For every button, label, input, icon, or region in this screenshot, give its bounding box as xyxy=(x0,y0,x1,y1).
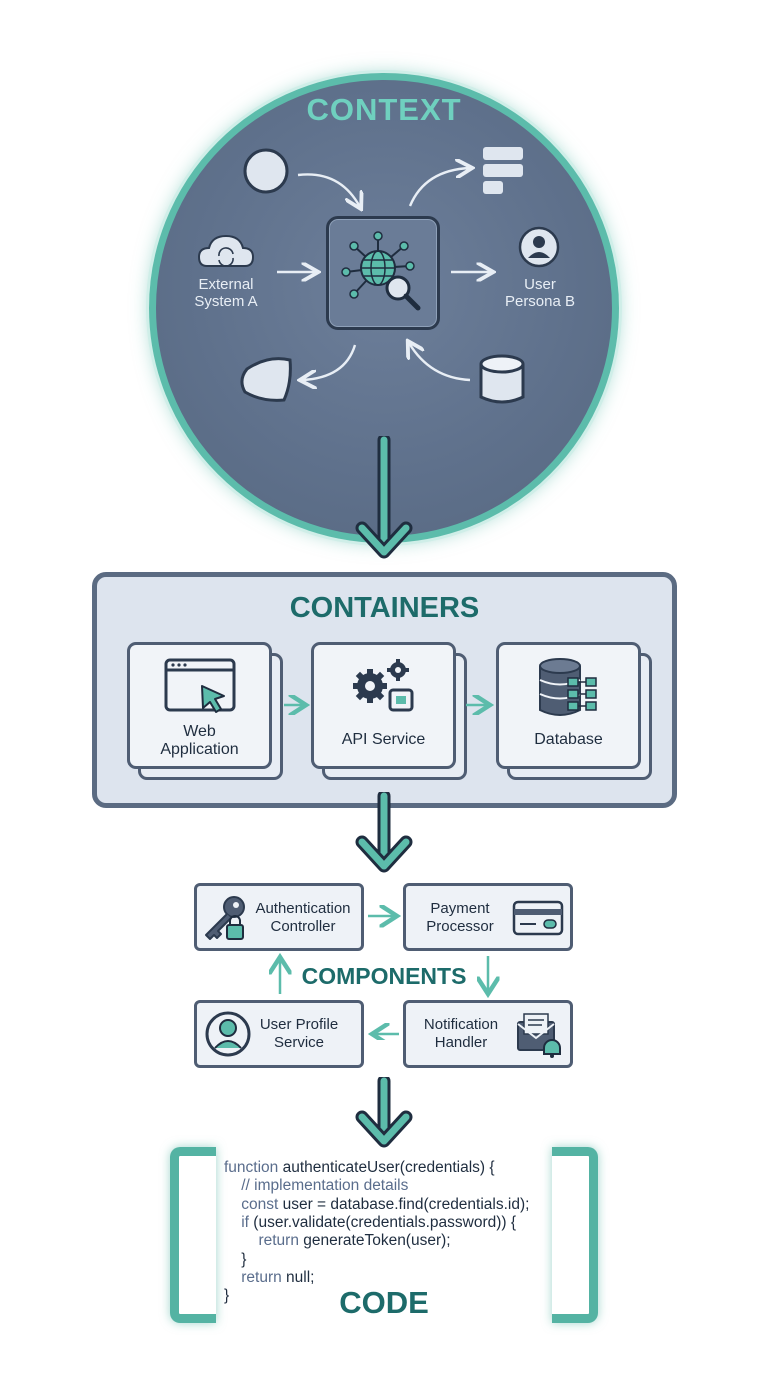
code-line: return null; xyxy=(241,1268,315,1286)
authentication-controller-box xyxy=(194,883,364,951)
left-bracket xyxy=(170,1147,216,1323)
key-lock-icon xyxy=(205,896,245,940)
gears-icon xyxy=(353,659,414,712)
stack-icon xyxy=(483,147,523,194)
down-arrow-2 xyxy=(355,792,413,873)
user-persona-label: User Persona B xyxy=(504,276,576,310)
code-line: return generateToken(user); xyxy=(258,1232,451,1250)
database-label: Database xyxy=(534,731,603,748)
web-application-label: Web Application xyxy=(160,723,239,758)
code-line: // implementation details xyxy=(241,1177,409,1195)
credit-card-icon xyxy=(512,900,564,936)
api-service-card xyxy=(311,642,456,769)
notification-handler-box xyxy=(403,1000,573,1068)
context-diagram xyxy=(197,147,560,404)
cylinder-icon xyxy=(479,354,525,404)
container-arrows xyxy=(284,695,502,715)
browser-cursor-icon xyxy=(164,658,236,713)
api-service-label: API Service xyxy=(341,731,426,748)
code-line: const user = database.find(credentials.i… xyxy=(241,1195,530,1213)
external-system-label: External System A xyxy=(194,276,258,310)
code-line: } xyxy=(224,1287,230,1305)
user-profile-service-label: User Profile Service xyxy=(259,1016,339,1051)
code-line: function authenticateUser(credentials) { xyxy=(224,1159,495,1176)
code-title: CODE xyxy=(339,1285,429,1320)
payment-processor-label: Payment Processor xyxy=(426,900,494,935)
authentication-controller-label: Authentication Controller xyxy=(255,900,351,935)
code-line: } xyxy=(241,1250,247,1268)
envelope-bell-icon xyxy=(517,1013,561,1058)
down-arrow-1 xyxy=(355,436,413,559)
person-circle-icon xyxy=(243,148,289,194)
database-icon xyxy=(539,658,597,716)
user-avatar-icon xyxy=(205,1011,251,1057)
component-arrows xyxy=(260,900,510,1040)
components-title: COMPONENTS xyxy=(301,963,467,989)
cloud-sync-icon xyxy=(197,234,255,267)
shape-icon xyxy=(240,357,292,402)
notification-handler-label: Notification Handler xyxy=(423,1016,499,1051)
right-bracket xyxy=(552,1147,598,1323)
down-arrow-3 xyxy=(355,1077,413,1148)
context-title: CONTEXT xyxy=(306,92,462,127)
code-line: if (user.validate(credentials.password))… xyxy=(241,1213,517,1231)
user-avatar-icon xyxy=(518,226,560,268)
containers-title: CONTAINERS xyxy=(289,592,480,624)
network-globe-search-icon xyxy=(341,231,421,311)
